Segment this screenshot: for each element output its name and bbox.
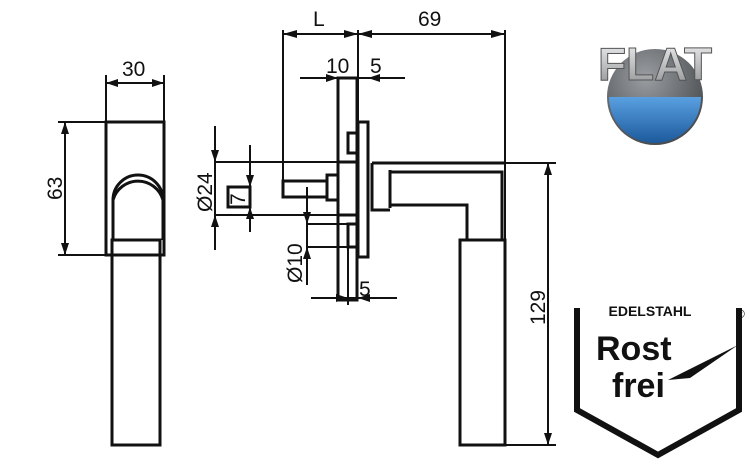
dim-spindle-square: 7 [227,193,250,205]
dim-handle-length: 129 [527,290,550,325]
dim-rose-thickness: 10 [326,55,349,78]
registered-mark: ® [736,307,745,321]
dim-bottom-offset: 5 [359,278,371,301]
dim-screw-diameter: Ø10 [284,243,307,283]
rostfrei-rost: Rost [596,330,672,368]
dim-spindle-length: L [313,8,325,31]
rostfrei-logo: EDELSTAHL ® Rost frei [574,302,745,459]
grip-front [110,238,162,447]
neck-circle [111,173,165,240]
dim-collar-diameter: Ø24 [194,172,217,212]
dim-plate-thickness: 5 [370,55,382,78]
front-view: 30 63 [44,58,166,447]
grip-side [458,238,507,447]
flat-logo-text: FLAT [598,38,712,90]
side-view: L 69 10 5 Ø24 7 Ø10 5 129 [194,8,556,447]
dim-handle-projection: 69 [418,8,441,31]
rostfrei-edelstahl: EDELSTAHL [609,303,692,319]
dim-rose-width: 30 [122,58,145,81]
flat-logo: FLAT [597,38,713,145]
rostfrei-frei: frei [612,367,665,405]
rose-outline [104,120,166,257]
dim-rose-height: 63 [44,177,67,200]
